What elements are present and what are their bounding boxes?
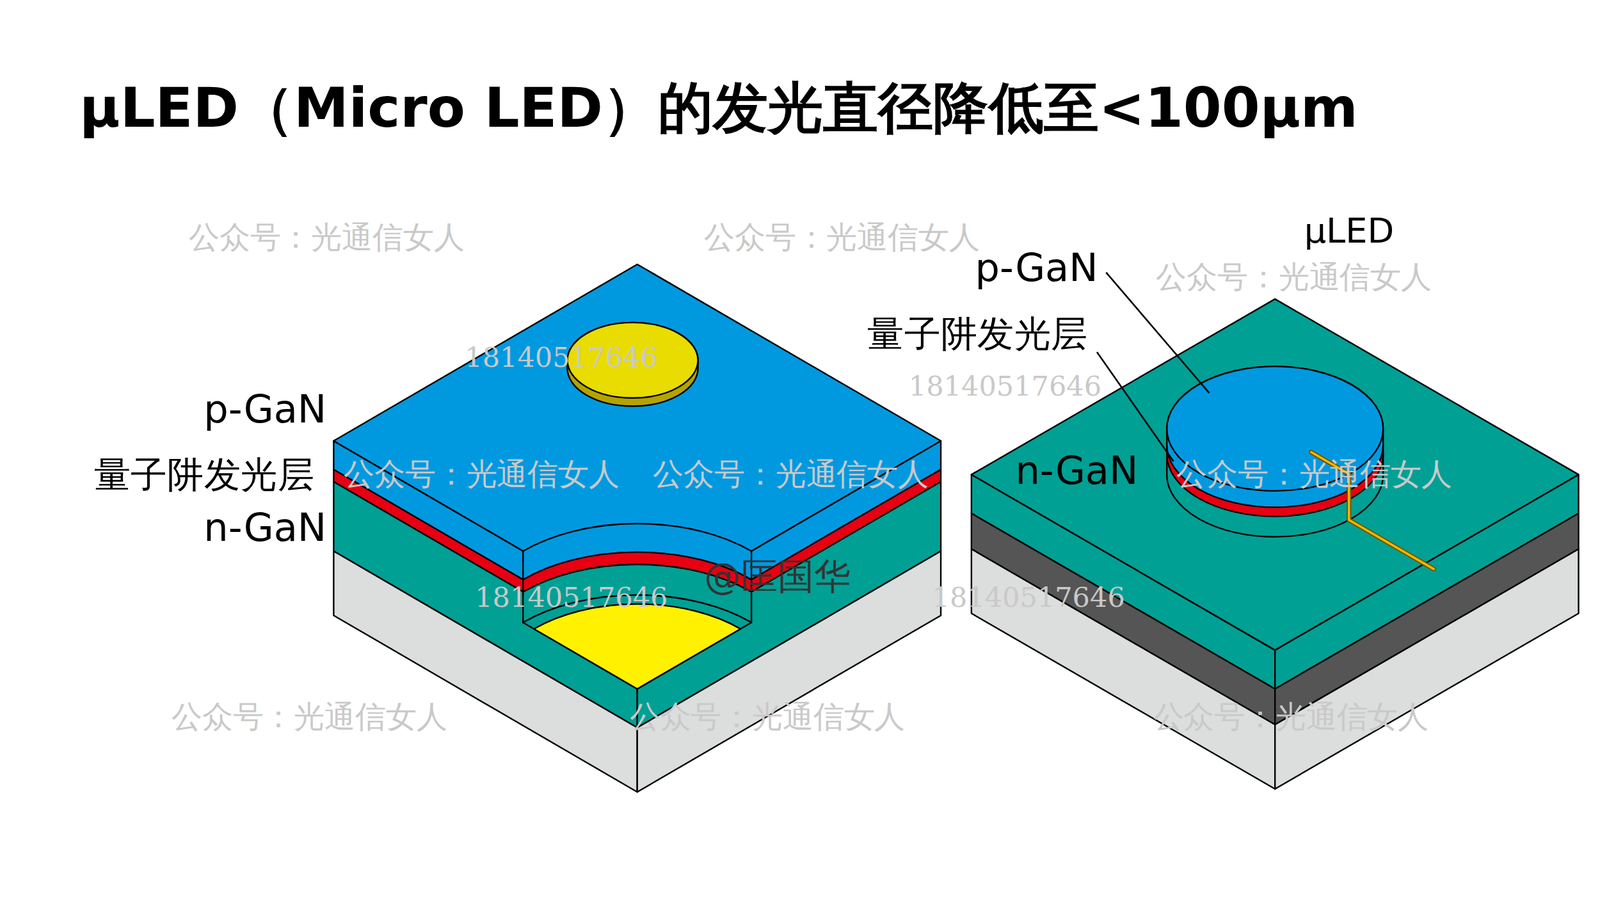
author-mark: @匡国华 (704, 555, 852, 598)
watermark: 公众号：光通信女人 (1176, 456, 1452, 493)
watermark: 18140517646 (474, 581, 668, 614)
leader-line (1096, 352, 1174, 462)
watermark: 公众号：光通信女人 (1155, 259, 1432, 296)
watermark: 公众号：光通信女人 (652, 456, 928, 493)
n-contact (533, 604, 741, 690)
layer-label: p-GaN (975, 245, 1099, 291)
layer-label: 量子阱发光层 (94, 453, 315, 496)
layer-label: n-GaN (203, 506, 327, 552)
layer-label: p-GaN (203, 387, 327, 433)
watermark: 公众号：光通信女人 (1153, 699, 1429, 735)
watermark: 公众号：光通信女人 (343, 456, 619, 493)
component-label: μLED (1304, 210, 1395, 251)
watermark: 公众号：光通信女人 (188, 220, 464, 256)
watermark: 公众号：光通信女人 (629, 699, 905, 735)
watermark: 18140517646 (931, 581, 1125, 614)
watermark: 公众号：光通信女人 (171, 699, 447, 735)
layer-label: 量子阱发光层 (867, 312, 1088, 355)
watermark: 18140517646 (464, 341, 658, 374)
title: μLED（Micro LED）的发光直径降低至<100μm (79, 76, 1358, 141)
layer-label: n-GaN (1015, 449, 1138, 495)
watermark: 18140517646 (908, 369, 1102, 402)
watermark: 公众号：光通信女人 (704, 220, 980, 256)
